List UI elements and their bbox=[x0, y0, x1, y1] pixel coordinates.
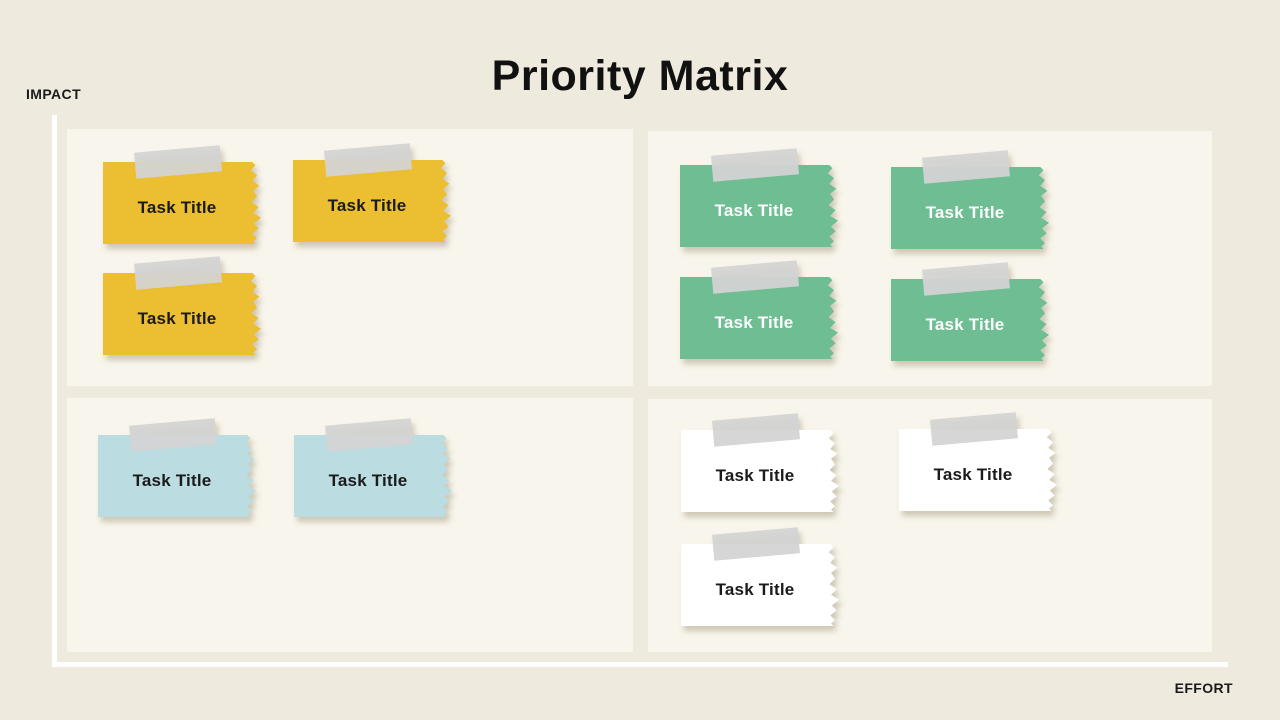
sticky-note[interactable]: Task Title bbox=[891, 262, 1049, 361]
note-paper: Task Title bbox=[681, 430, 839, 512]
sticky-note[interactable]: Task Title bbox=[294, 418, 452, 517]
note-paper: Task Title bbox=[891, 167, 1049, 249]
sticky-note[interactable]: Task Title bbox=[98, 418, 256, 517]
note-paper: Task Title bbox=[681, 544, 839, 626]
x-axis-label: EFFORT bbox=[1174, 680, 1233, 696]
note-title[interactable]: Task Title bbox=[137, 197, 217, 217]
note-paper: Task Title bbox=[891, 279, 1049, 361]
note-paper: Task Title bbox=[294, 435, 452, 517]
y-axis-label: IMPACT bbox=[26, 86, 82, 102]
sticky-note[interactable]: Task Title bbox=[103, 256, 261, 355]
sticky-note[interactable]: Task Title bbox=[681, 527, 839, 626]
note-paper: Task Title bbox=[98, 435, 256, 517]
sticky-note[interactable]: Task Title bbox=[681, 413, 839, 512]
note-title[interactable]: Task Title bbox=[714, 200, 794, 220]
note-paper: Task Title bbox=[103, 162, 261, 244]
sticky-note[interactable]: Task Title bbox=[680, 260, 838, 359]
sticky-note[interactable]: Task Title bbox=[891, 150, 1049, 249]
note-title[interactable]: Task Title bbox=[328, 470, 408, 490]
note-title[interactable]: Task Title bbox=[327, 195, 407, 215]
sticky-note[interactable]: Task Title bbox=[293, 143, 451, 242]
note-paper: Task Title bbox=[293, 160, 451, 242]
note-title[interactable]: Task Title bbox=[933, 464, 1013, 484]
quadrant-low-impact-low-effort: Task Title Task Title bbox=[67, 398, 633, 652]
sticky-note[interactable]: Task Title bbox=[899, 412, 1057, 511]
note-title[interactable]: Task Title bbox=[132, 470, 212, 490]
page-title: Priority Matrix bbox=[491, 52, 789, 100]
note-title[interactable]: Task Title bbox=[137, 308, 217, 328]
note-paper: Task Title bbox=[899, 429, 1057, 511]
x-axis-line bbox=[52, 662, 1228, 667]
note-title[interactable]: Task Title bbox=[925, 314, 1005, 334]
note-title[interactable]: Task Title bbox=[715, 465, 795, 485]
note-title[interactable]: Task Title bbox=[925, 202, 1005, 222]
y-axis-line bbox=[52, 115, 57, 664]
note-paper: Task Title bbox=[680, 165, 838, 247]
note-title[interactable]: Task Title bbox=[714, 312, 794, 332]
note-title[interactable]: Task Title bbox=[715, 579, 795, 599]
note-paper: Task Title bbox=[103, 273, 261, 355]
note-paper: Task Title bbox=[680, 277, 838, 359]
sticky-note[interactable]: Task Title bbox=[103, 145, 261, 244]
sticky-note[interactable]: Task Title bbox=[680, 148, 838, 247]
